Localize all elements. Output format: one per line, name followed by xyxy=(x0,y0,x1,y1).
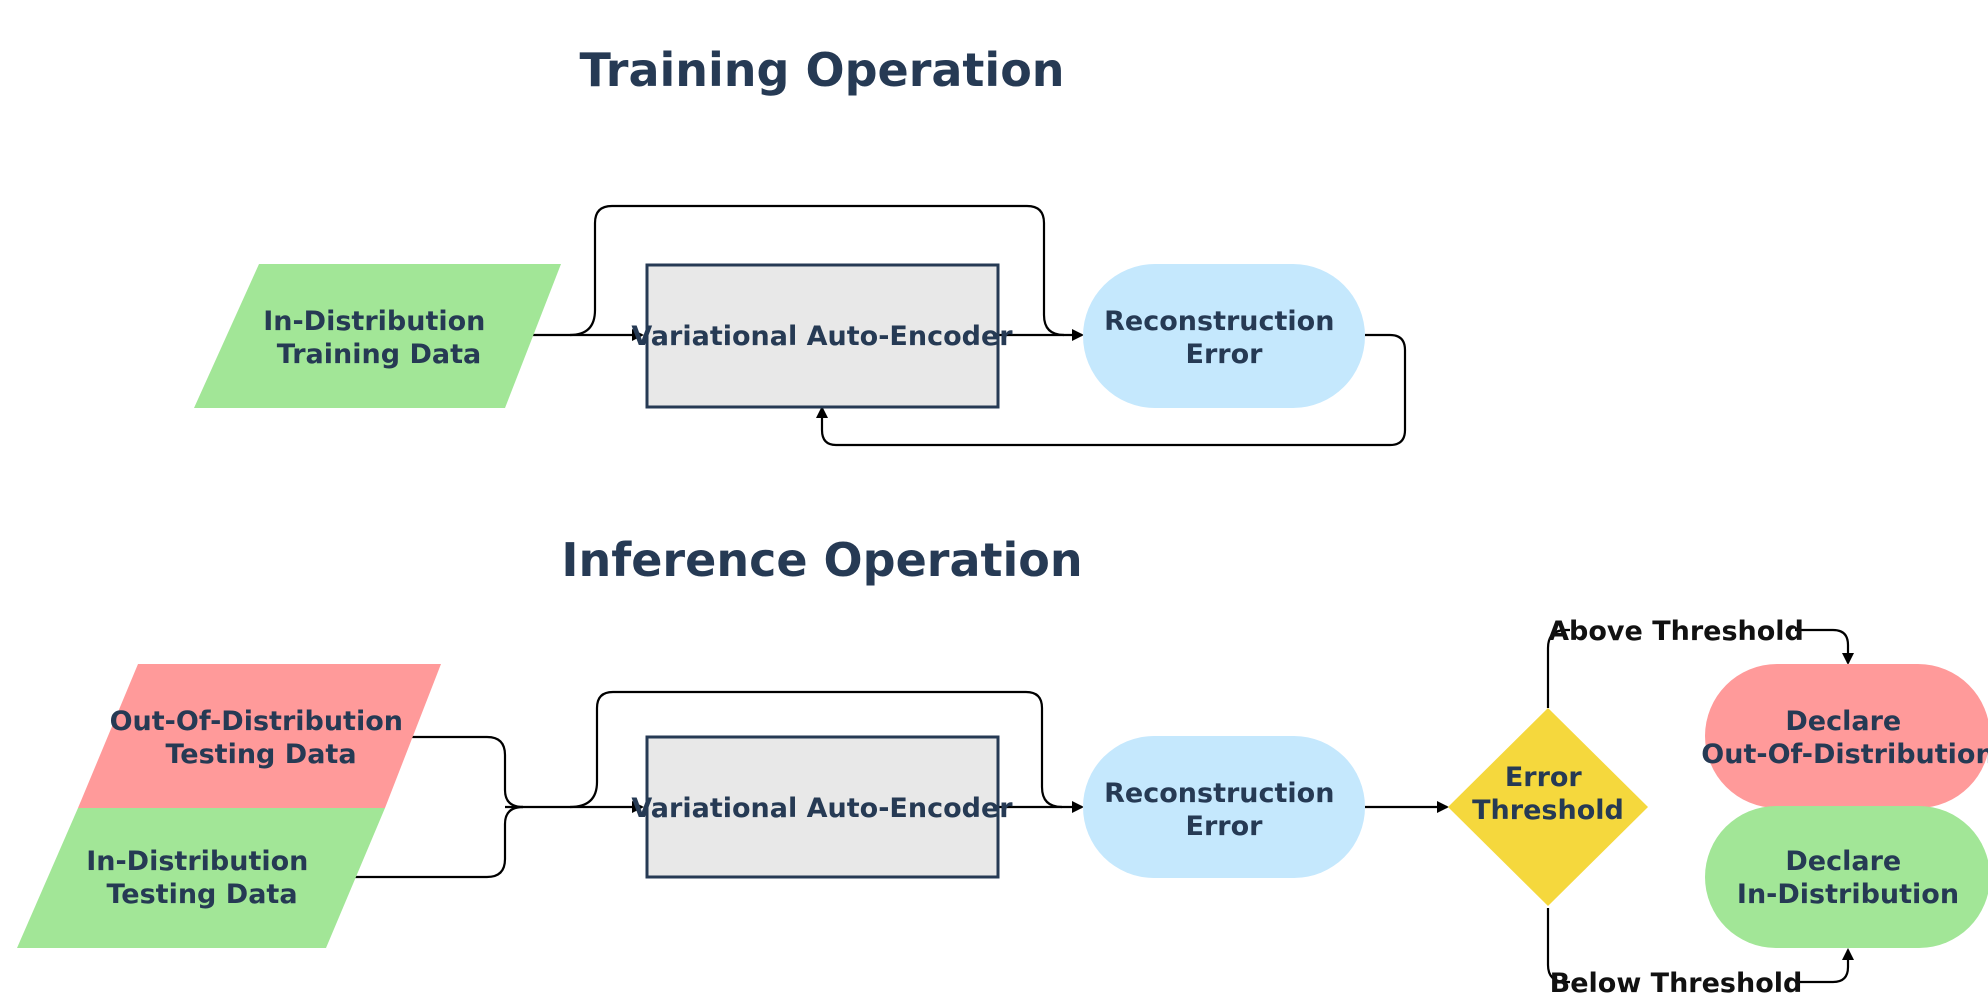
declare-id-node xyxy=(1705,806,1988,948)
declare-id-label: Declare In-Distribution xyxy=(1737,846,1959,910)
above-threshold-label: Above Threshold xyxy=(1548,616,1804,647)
declare-ood-line-2: Out-Of-Distribution xyxy=(1701,739,1988,770)
inference-vae-label: Variational Auto-Encoder xyxy=(631,793,1013,824)
id-input-line-1: In-Distribution xyxy=(86,846,308,877)
ood-input-line-1: Out-Of-Distribution xyxy=(110,706,403,737)
training-skip-connector xyxy=(569,204,1065,337)
training-vae-node xyxy=(645,263,1000,409)
declare-ood-node xyxy=(1705,664,1988,808)
error-threshold-label: Error Threshold xyxy=(1472,762,1624,826)
training-error-line-1: Reconstruction xyxy=(1104,306,1334,337)
below-threshold-label: Below Threshold xyxy=(1550,968,1803,999)
training-error-label: Reconstruction Error xyxy=(1104,306,1344,370)
training-input-line-1: In-Distribution xyxy=(263,306,485,337)
training-feedback-arrow xyxy=(816,333,1407,447)
ood-input-connector xyxy=(410,735,524,809)
inference-error-node xyxy=(1083,736,1365,878)
error-threshold-node xyxy=(1448,708,1648,906)
inference-skip-connector xyxy=(569,690,1063,809)
inference-error-label: Reconstruction Error xyxy=(1104,778,1344,842)
inference-error-line-2: Error xyxy=(1186,811,1264,842)
training-input-label: In-Distribution Training Data xyxy=(263,306,495,370)
ood-input-line-2: Testing Data xyxy=(165,739,356,770)
training-input-node xyxy=(194,264,561,408)
ood-input-node xyxy=(78,664,441,808)
above-threshold-connector xyxy=(1546,628,1570,708)
id-input-label: In-Distribution Testing Data xyxy=(86,846,318,910)
inference-error-line-1: Reconstruction xyxy=(1104,778,1334,809)
id-input-connector xyxy=(352,805,524,879)
declare-ood-line-1: Declare xyxy=(1785,706,1901,737)
training-input-line-2: Training Data xyxy=(277,339,481,370)
training-vae-label: Variational Auto-Encoder xyxy=(631,321,1013,352)
inference-vae-node xyxy=(645,735,1000,879)
declare-id-line-1: Declare xyxy=(1785,846,1901,877)
inference-title: Inference Operation xyxy=(561,533,1082,587)
training-error-node xyxy=(1083,264,1365,408)
below-threshold-connector xyxy=(1546,908,1570,984)
below-threshold-arrow xyxy=(1797,948,1854,984)
above-threshold-arrow xyxy=(1795,628,1854,665)
declare-ood-label: Declare Out-Of-Distribution xyxy=(1701,706,1988,770)
error-threshold-line-2: Threshold xyxy=(1472,795,1624,826)
error-threshold-line-1: Error xyxy=(1505,762,1583,793)
id-input-node xyxy=(17,808,385,948)
ood-input-label: Out-Of-Distribution Testing Data xyxy=(110,706,413,770)
training-error-line-2: Error xyxy=(1186,339,1264,370)
declare-id-line-2: In-Distribution xyxy=(1737,879,1959,910)
training-title: Training Operation xyxy=(579,43,1064,97)
id-input-line-2: Testing Data xyxy=(106,879,297,910)
